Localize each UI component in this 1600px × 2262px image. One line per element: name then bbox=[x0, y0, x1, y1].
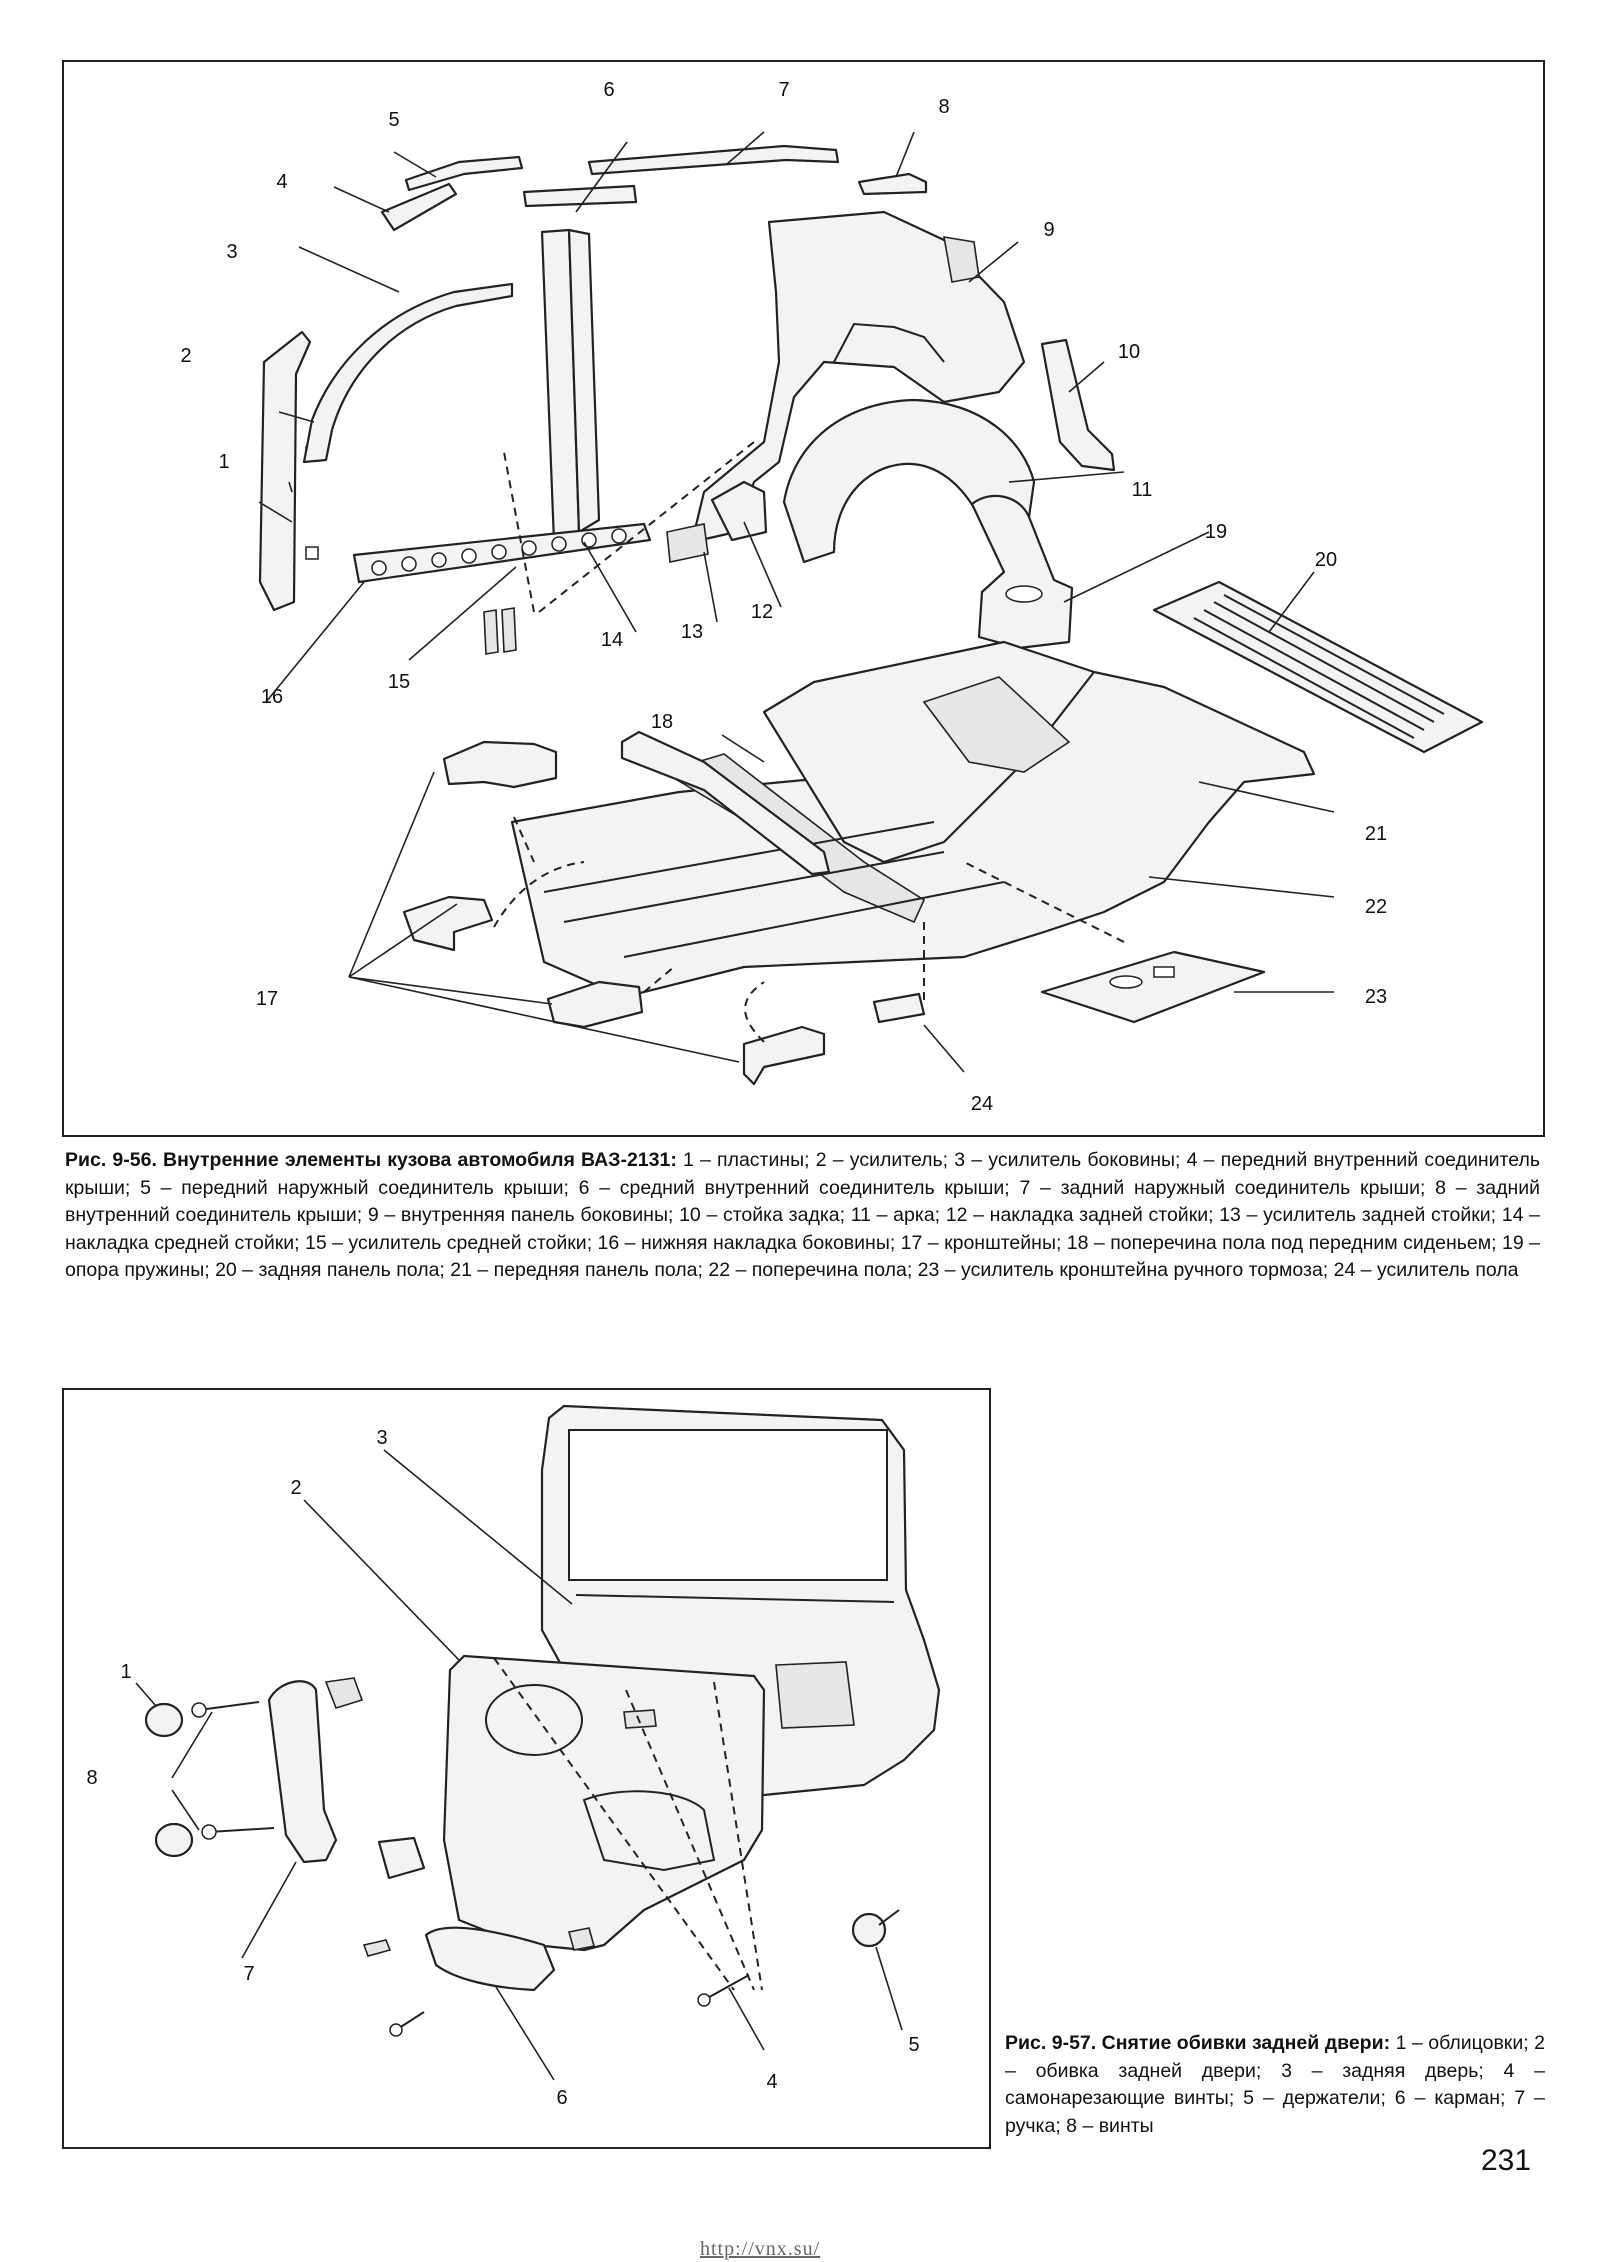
callout-5: 5 bbox=[388, 109, 400, 131]
callout-13: 13 bbox=[680, 621, 704, 643]
callout-16: 16 bbox=[260, 686, 284, 708]
figure-9-56-drawing bbox=[258, 131, 1484, 1086]
callout-12: 12 bbox=[750, 601, 774, 623]
callout-20: 20 bbox=[1314, 549, 1338, 571]
callout-21: 21 bbox=[1364, 823, 1388, 845]
callout-6: 6 bbox=[603, 79, 615, 101]
callout-4: 4 bbox=[276, 171, 288, 193]
callout-9: 9 bbox=[1043, 219, 1055, 241]
callout-7: 7 bbox=[243, 1963, 255, 1985]
figure-9-57-caption-text: 1 – облицовки; 2 – обивка задней двери; … bbox=[1005, 2032, 1545, 2137]
callout-2: 2 bbox=[290, 1477, 302, 1499]
footer-url-link[interactable]: http://vnx.su/ bbox=[700, 2238, 821, 2260]
callout-6: 6 bbox=[556, 2087, 568, 2109]
figure-9-57-drawing bbox=[135, 1404, 941, 2081]
callout-11: 11 bbox=[1131, 479, 1153, 501]
callout-3: 3 bbox=[376, 1427, 388, 1449]
callout-23: 23 bbox=[1364, 986, 1388, 1008]
callout-1: 1 bbox=[120, 1661, 132, 1683]
figure-9-57-caption: Рис. 9-57. Снятие обивки задней двери: 1… bbox=[1005, 2030, 1545, 2140]
figure-9-56-caption-title: Рис. 9-56. Внутренние элементы кузова ав… bbox=[65, 1149, 677, 1171]
figure-9-57-caption-title: Рис. 9-57. Снятие обивки задней двери: bbox=[1005, 2032, 1391, 2054]
callout-22: 22 bbox=[1364, 896, 1388, 918]
figure-9-56-caption: Рис. 9-56. Внутренние элементы кузова ав… bbox=[65, 1147, 1540, 1285]
callout-19: 19 bbox=[1204, 521, 1228, 543]
callout-1: 1 bbox=[218, 451, 230, 473]
callout-10: 10 bbox=[1117, 341, 1141, 363]
callout-3: 3 bbox=[226, 241, 238, 263]
callout-7: 7 bbox=[778, 79, 790, 101]
callout-4: 4 bbox=[766, 2071, 778, 2093]
callout-8: 8 bbox=[86, 1767, 98, 1789]
figure-9-56-frame: 1 2 3 4 5 6 7 8 9 10 11 12 13 14 15 16 1… bbox=[62, 60, 1545, 1137]
figure-9-57-frame: 1 2 3 4 5 6 7 8 bbox=[62, 1388, 991, 2149]
callout-2: 2 bbox=[180, 345, 192, 367]
callout-15: 15 bbox=[387, 671, 411, 693]
page-number: 231 bbox=[1481, 2144, 1532, 2177]
callout-24: 24 bbox=[970, 1093, 994, 1115]
callout-18: 18 bbox=[650, 711, 674, 733]
callout-5: 5 bbox=[908, 2034, 920, 2056]
callout-8: 8 bbox=[938, 96, 950, 118]
callout-17: 17 bbox=[255, 988, 279, 1010]
figure-9-56-caption-text: 1 – пластины; 2 – усилитель; 3 – усилите… bbox=[65, 1149, 1540, 1281]
callout-14: 14 bbox=[600, 629, 624, 651]
